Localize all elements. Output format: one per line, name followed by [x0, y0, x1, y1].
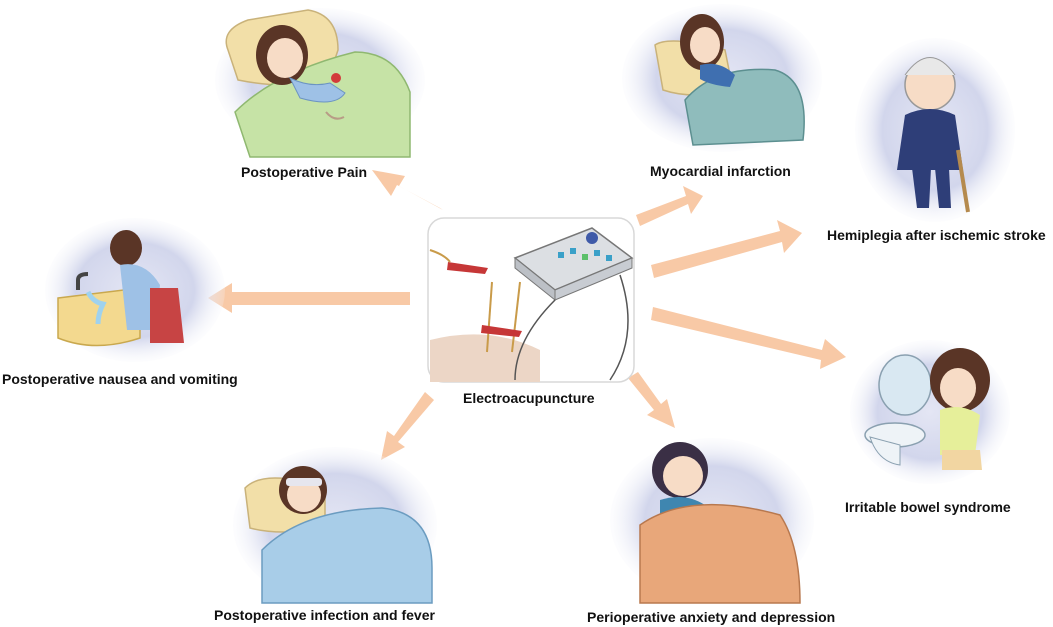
arrow-to-anxiety	[628, 372, 675, 428]
illustration-electroacupuncture	[427, 217, 635, 383]
arrow-to-postoperative-pain	[372, 170, 443, 210]
illustration-infection-fever	[233, 447, 437, 604]
arrow-to-myocardial-infarction	[636, 186, 703, 226]
needle-icon	[511, 281, 521, 353]
label-anxiety-depression: Perioperative anxiety and depression	[587, 609, 836, 625]
label-nausea-vomiting: Postoperative nausea and vomiting	[2, 371, 238, 387]
arrow-to-nausea	[208, 283, 410, 313]
electroacupuncture-device-icon	[513, 227, 634, 302]
arrow-to-ibs	[651, 307, 846, 369]
toilet-icon	[864, 354, 932, 466]
arrows	[208, 170, 846, 460]
illustration-anxiety-depression	[610, 438, 814, 604]
cane-icon	[956, 149, 970, 213]
label-hemiplegia: Hemiplegia after ischemic stroke	[827, 227, 1046, 243]
label-infection-fever: Postoperative infection and fever	[214, 607, 435, 623]
illustration-ibs	[850, 340, 1010, 484]
illustration-postoperative-pain	[215, 8, 425, 158]
illustration-nausea-vomiting	[45, 218, 225, 362]
needle-icon	[486, 281, 493, 353]
illustration-hemiplegia	[855, 38, 1015, 222]
label-electroacupuncture: Electroacupuncture	[463, 390, 595, 406]
label-myocardial-infarction: Myocardial infarction	[650, 163, 791, 179]
label-postoperative-pain: Postoperative Pain	[241, 164, 368, 180]
illustration-myocardial-infarction	[622, 4, 822, 152]
arrow-to-infection	[381, 392, 434, 460]
arrow-to-hemiplegia	[651, 220, 802, 278]
label-ibs: Irritable bowel syndrome	[845, 499, 1011, 515]
